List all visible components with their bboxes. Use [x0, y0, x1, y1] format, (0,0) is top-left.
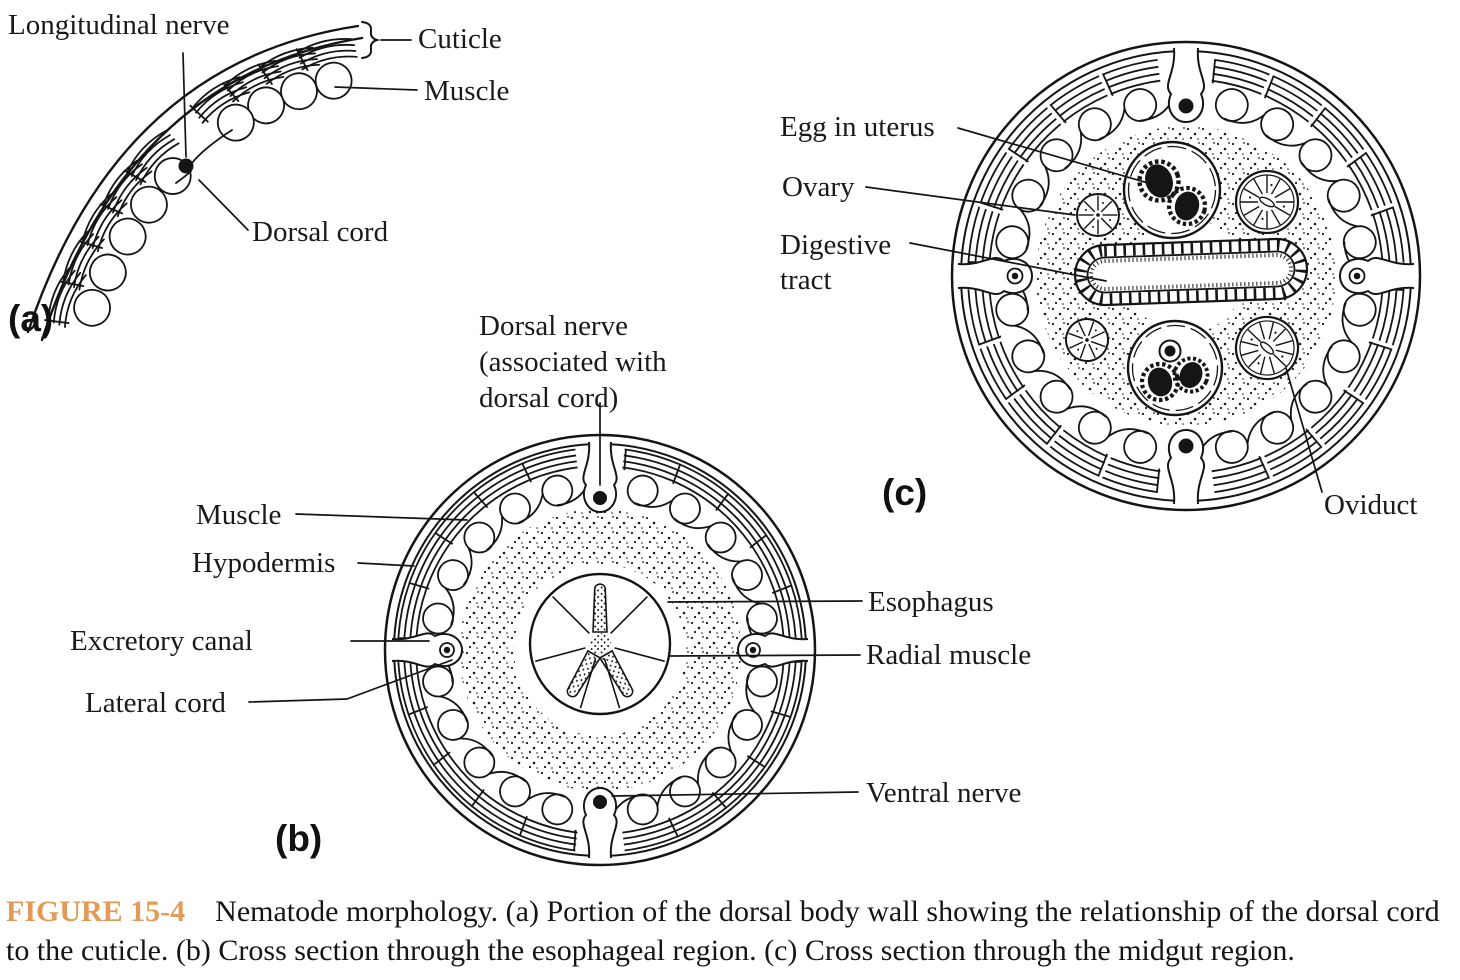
cuticle-inner-line — [40, 36, 364, 342]
label-dorsal-nerve-line2: (associated with — [479, 346, 667, 378]
label-digestive-line2: tract — [780, 264, 832, 296]
muscle-band-upper — [188, 33, 367, 155]
label-hypodermis: Hypodermis — [192, 547, 336, 579]
oviduct-top — [1234, 169, 1300, 235]
muscle-band-lower — [42, 126, 207, 343]
figure-caption-tag: FIGURE 15-4 — [6, 895, 186, 928]
radial-muscle-lines — [535, 596, 665, 709]
dorsal-cord-dot — [178, 158, 194, 174]
label-lateral-cord: Lateral cord — [85, 687, 226, 719]
pseudocoel-stipple — [459, 508, 741, 792]
label-dorsal-nerve-line1: Dorsal nerve — [479, 310, 628, 342]
label-excretory-canal: Excretory canal — [70, 625, 253, 657]
ovary-bottom — [1059, 312, 1115, 368]
label-longitudinal-nerve: Longitudinal nerve — [8, 9, 230, 41]
panel-b-drawing — [383, 433, 817, 867]
leader-lateral-cord — [248, 659, 453, 703]
esophagus-drawing — [528, 572, 672, 716]
ovary-top — [1076, 193, 1120, 237]
leader-esophagus — [667, 600, 863, 603]
label-oviduct: Oviduct — [1324, 489, 1418, 521]
cuticle-brace — [361, 21, 381, 59]
leader-radial-muscle — [669, 654, 861, 657]
leader-egg-in-uterus — [957, 127, 1149, 184]
label-digestive-line1: Digestive — [780, 229, 892, 261]
dorsal-nerve-bulb-c — [1166, 47, 1206, 123]
figure-caption-text: Nematode morphology. (a) Portion of the … — [6, 895, 1440, 967]
leader-lines — [182, 39, 1323, 797]
label-ventral-nerve: Ventral nerve — [866, 777, 1022, 809]
leader-hypodermis — [357, 562, 415, 567]
leader-longitudinal-nerve — [182, 52, 187, 158]
leader-dorsal-cord — [198, 179, 249, 231]
label-digestive-tract: Digestive tract — [780, 228, 891, 298]
panel-letter-b: (b) — [275, 818, 323, 859]
ventral-nerve-bulb-c — [1166, 429, 1206, 505]
label-dorsal-cord: Dorsal cord — [252, 216, 389, 248]
label-dorsal-nerve: Dorsal nerve (associated with dorsal cor… — [479, 308, 667, 416]
lateral-canal-left-c — [957, 256, 1033, 296]
label-ovary: Ovary — [782, 171, 855, 203]
panel-c-drawing — [950, 40, 1422, 512]
leader-muscle-b — [295, 513, 468, 521]
label-egg-in-uterus: Egg in uterus — [780, 111, 935, 143]
excretory-canal-right — [737, 632, 809, 668]
label-muscle-a: Muscle — [424, 75, 510, 107]
panel-letter-a: (a) — [8, 298, 54, 339]
ventral-nerve-bulb — [582, 787, 618, 859]
label-esophagus: Esophagus — [868, 586, 994, 618]
excretory-canal-left — [391, 632, 463, 668]
leader-muscle-a — [334, 86, 418, 91]
uterus-bottom — [1126, 319, 1224, 417]
panel-a-drawing — [26, 21, 381, 343]
leader-ventral-nerve — [611, 791, 859, 797]
label-radial-muscle: Radial muscle — [866, 639, 1032, 671]
panel-letter-c: (c) — [882, 472, 928, 513]
lateral-canal-right-c — [1339, 256, 1415, 296]
uterus-top — [1122, 140, 1222, 240]
label-muscle-b: Muscle — [196, 499, 282, 531]
label-dorsal-nerve-line3: dorsal cord) — [479, 382, 619, 414]
cuticle-outer-line — [26, 24, 360, 334]
label-cuticle: Cuticle — [418, 23, 502, 55]
digestive-tract-drawing — [1073, 237, 1309, 307]
leader-digestive-tract — [909, 242, 1107, 282]
leader-oviduct — [1285, 367, 1323, 493]
leader-ovary — [865, 186, 1076, 216]
